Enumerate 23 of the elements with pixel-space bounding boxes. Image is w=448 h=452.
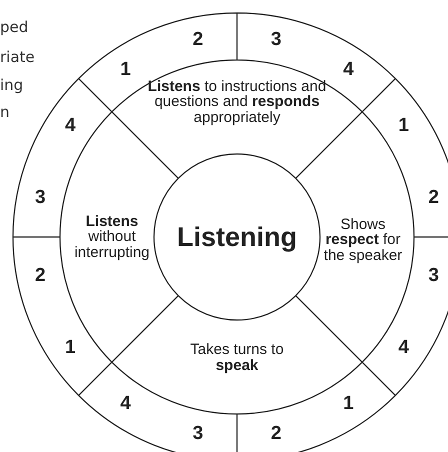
score-number: 4 — [58, 116, 82, 136]
cut-off-text: ped — [0, 18, 28, 36]
score-number: 1 — [336, 394, 360, 414]
score-number: 1 — [58, 338, 82, 358]
skill-text: Listens to instructions and questions and responds appropriately — [147, 78, 327, 126]
score-number: 3 — [264, 30, 288, 50]
skill-text: Takes turns to speak — [177, 342, 297, 374]
score-number: 3 — [422, 266, 446, 286]
score-number: 1 — [392, 116, 416, 136]
score-number: 4 — [114, 394, 138, 414]
score-number: 2 — [422, 188, 446, 208]
score-number: 4 — [336, 60, 360, 80]
score-number: 2 — [186, 30, 210, 50]
skill-text: Shows respect for the speaker — [323, 216, 403, 264]
score-number: 2 — [264, 424, 288, 444]
score-number: 3 — [28, 188, 52, 208]
cut-off-text: riate — [0, 48, 35, 66]
cut-off-text: n — [0, 103, 10, 121]
score-number: 4 — [392, 338, 416, 358]
score-number: 3 — [186, 424, 210, 444]
cut-off-text: ing — [0, 76, 24, 94]
score-number: 1 — [114, 60, 138, 80]
score-number: 2 — [28, 266, 52, 286]
